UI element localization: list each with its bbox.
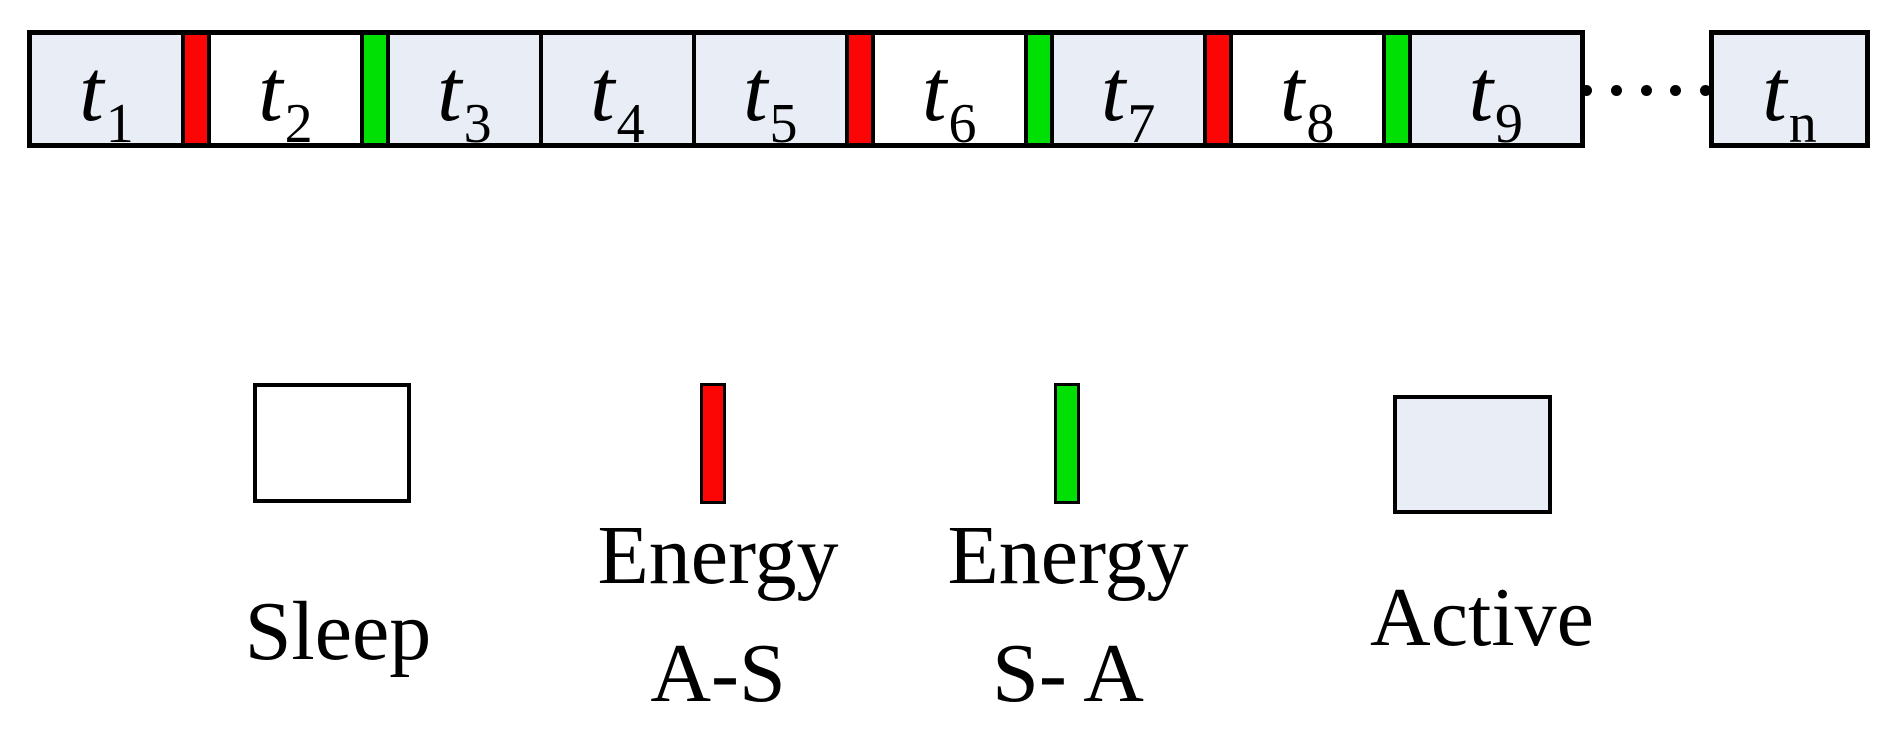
legend-sleep-swatch [253, 383, 411, 503]
ellipsis-dot [1581, 84, 1592, 96]
time-slot-t6: t6 [874, 35, 1024, 155]
legend-energy-a-s-label-line2: A-S [650, 627, 786, 720]
legend-active-swatch [1393, 395, 1552, 514]
time-slot-label: t5 [743, 43, 798, 155]
time-slot-t5: t5 [695, 35, 845, 155]
time-slot-t7: t7 [1053, 35, 1203, 155]
ellipsis-dot [1640, 84, 1652, 96]
energy-s-a-bar [1385, 35, 1408, 143]
energy-s-a-bar [1027, 35, 1050, 143]
time-slot-t8: t8 [1232, 35, 1382, 155]
legend-energy-s-a-label: Energy S- A [947, 497, 1188, 733]
energy-a-s-bar [1206, 35, 1229, 143]
legend-energy-s-a-label-line2: S- A [992, 627, 1144, 720]
time-slot-label: t4 [590, 43, 645, 155]
time-slot-label: t8 [1279, 43, 1335, 155]
legend-energy-a-s-label-line1: Energy [597, 509, 839, 602]
time-slot-t1: t1 [32, 35, 181, 155]
energy-s-a-bar [363, 35, 386, 143]
time-slot-t4: t4 [542, 35, 692, 155]
energy-a-s-bar [848, 35, 871, 143]
ellipsis-dot [1700, 84, 1711, 96]
time-slot-label: t3 [437, 43, 492, 155]
time-slot-tn: tn [1709, 30, 1870, 155]
ellipsis-dots [1581, 84, 1711, 96]
ellipsis-dot [1610, 84, 1622, 96]
timeline-strip: t1 t2 t3 t4 t5 t6 t7 t8 t9 [27, 30, 1585, 155]
ellipsis-dot [1670, 84, 1682, 96]
time-slot-label: t2 [258, 43, 313, 155]
legend-sleep-label: Sleep [244, 585, 432, 678]
legend-energy-a-s-label: Energy A-S [597, 497, 838, 733]
time-slot-t3: t3 [389, 35, 539, 155]
legend-energy-s-a-swatch [1054, 383, 1080, 504]
time-slot-t2: t2 [210, 35, 360, 155]
time-slot-label: t7 [1100, 43, 1156, 155]
energy-a-s-bar [184, 35, 207, 143]
time-slot-t9: t9 [1411, 35, 1580, 155]
time-slot-label: t1 [79, 43, 134, 155]
time-slot-label: t6 [922, 43, 977, 155]
legend-energy-a-s-swatch [700, 383, 726, 504]
legend-active-label: Active [1370, 571, 1594, 664]
legend-energy-s-a-label-line1: Energy [947, 509, 1189, 602]
time-slot-label: t9 [1468, 43, 1524, 155]
time-slot-label: tn [1762, 43, 1817, 155]
